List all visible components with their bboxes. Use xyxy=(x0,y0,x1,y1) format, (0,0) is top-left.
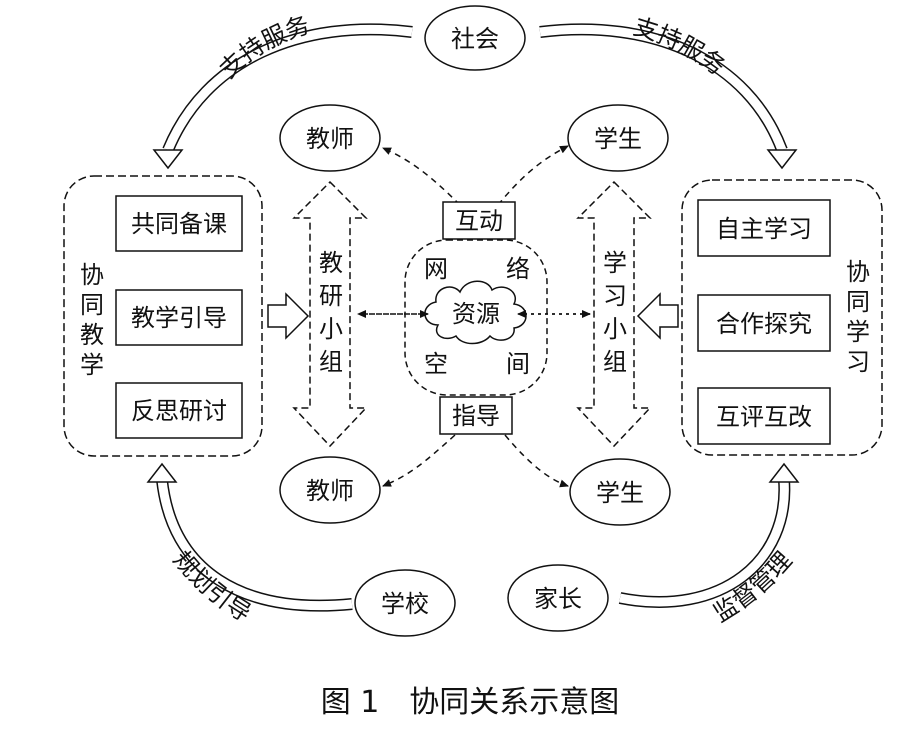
support-label-left: 支持服务 xyxy=(214,11,313,84)
collaborative-learning-group: 协 同 学 习 自主学习 合作探究 互评互改 xyxy=(681,179,883,456)
planning-arrow xyxy=(146,462,353,612)
item-cooperative-inquiry: 合作探究 xyxy=(697,294,831,352)
svg-text:教师: 教师 xyxy=(306,125,354,153)
svg-text:习: 习 xyxy=(846,348,870,376)
svg-text:协: 协 xyxy=(846,258,870,286)
interaction-curves xyxy=(382,145,569,488)
parents-node: 家长 xyxy=(507,564,609,632)
network-char-1: 网 xyxy=(424,255,448,283)
svg-text:学校: 学校 xyxy=(381,590,429,618)
collaborative-teaching-group: 协 同 教 学 共同备课 教学引导 反思研讨 xyxy=(63,175,263,457)
svg-text:资源: 资源 xyxy=(452,300,500,328)
item-self-study: 自主学习 xyxy=(697,199,831,257)
resource-cloud: 资源 xyxy=(424,280,527,345)
svg-text:习: 习 xyxy=(603,282,627,310)
support-arrow-right xyxy=(539,23,798,170)
svg-text:社会: 社会 xyxy=(451,25,499,53)
svg-text:家长: 家长 xyxy=(534,585,582,613)
svg-text:教学引导: 教学引导 xyxy=(131,304,227,332)
teacher-bottom-node: 教师 xyxy=(279,456,381,524)
item-co-lesson-prep: 共同备课 xyxy=(115,195,243,252)
svg-text:教: 教 xyxy=(80,321,104,349)
network-char-3: 空 xyxy=(424,350,448,378)
svg-text:学: 学 xyxy=(80,351,104,379)
right-block-arrow xyxy=(636,292,679,340)
network-char-2: 络 xyxy=(506,255,530,283)
society-node: 社会 xyxy=(424,5,526,71)
svg-text:互评互改: 互评互改 xyxy=(716,403,812,431)
svg-text:协: 协 xyxy=(80,261,104,289)
interaction-box: 互动 xyxy=(442,201,516,240)
svg-text:小: 小 xyxy=(319,315,343,343)
svg-text:小: 小 xyxy=(603,315,627,343)
svg-text:研: 研 xyxy=(319,282,343,310)
svg-text:学生: 学生 xyxy=(594,125,642,153)
student-bottom-node: 学生 xyxy=(569,458,671,526)
network-char-4: 间 xyxy=(506,350,530,378)
svg-text:教: 教 xyxy=(319,249,343,277)
item-peer-review: 互评互改 xyxy=(697,387,831,445)
school-node: 学校 xyxy=(354,569,456,637)
guidance-box: 指导 xyxy=(439,396,513,435)
support-label-right: 支持服务 xyxy=(630,12,730,80)
item-teaching-guidance: 教学引导 xyxy=(115,289,243,346)
left-block-arrow xyxy=(267,292,310,340)
svg-text:反思研讨: 反思研讨 xyxy=(131,397,227,425)
svg-text:自主学习: 自主学习 xyxy=(716,215,812,243)
svg-text:教师: 教师 xyxy=(306,477,354,505)
svg-text:指导: 指导 xyxy=(452,402,500,430)
svg-text:互动: 互动 xyxy=(455,207,503,235)
svg-text:组: 组 xyxy=(319,348,343,376)
svg-text:组: 组 xyxy=(603,348,627,376)
teacher-top-node: 教师 xyxy=(279,104,381,172)
svg-text:同: 同 xyxy=(80,291,104,319)
svg-text:学生: 学生 xyxy=(596,479,644,507)
svg-text:学: 学 xyxy=(846,318,870,346)
teaching-research-group-arrow: 教 研 小 组 xyxy=(292,180,368,448)
study-group-arrow: 学 习 小 组 xyxy=(576,180,652,448)
figure-caption: 图 1 协同关系示意图 xyxy=(321,685,620,720)
item-reflection-discussion: 反思研讨 xyxy=(115,382,243,439)
svg-text:合作探究: 合作探究 xyxy=(716,310,812,338)
support-arrow-left xyxy=(152,23,413,170)
svg-text:学: 学 xyxy=(603,249,627,277)
svg-text:同: 同 xyxy=(846,288,870,316)
supervision-arrow xyxy=(618,462,800,608)
svg-text:共同备课: 共同备课 xyxy=(131,210,227,238)
student-top-node: 学生 xyxy=(567,104,669,172)
